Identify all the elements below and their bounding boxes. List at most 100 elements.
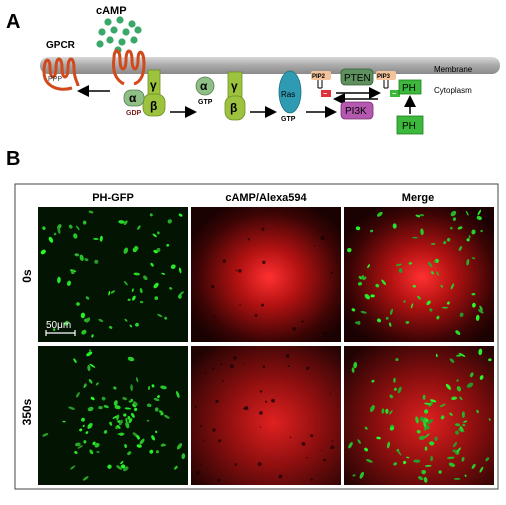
dark-speck <box>222 380 224 382</box>
cell <box>356 320 361 325</box>
cell <box>149 213 153 217</box>
dark-speck <box>211 285 215 289</box>
gpcr-receptor-active <box>112 49 146 86</box>
cell <box>66 280 72 286</box>
gdp-label: GDP <box>126 110 142 117</box>
dark-speck <box>306 366 310 370</box>
cell <box>427 419 434 424</box>
cell <box>76 225 80 231</box>
cell <box>95 382 99 386</box>
cell <box>469 372 474 378</box>
cell <box>151 384 155 388</box>
cell <box>89 363 96 368</box>
cell <box>406 456 410 459</box>
cell <box>124 318 128 322</box>
cell <box>434 436 438 441</box>
cell <box>359 471 364 479</box>
column-header-ph-gfp: PH-GFP <box>92 192 134 204</box>
cell <box>479 466 484 473</box>
cell <box>376 436 381 440</box>
cell <box>389 322 392 327</box>
cell <box>355 226 361 231</box>
cell <box>82 424 85 428</box>
cell <box>443 240 447 245</box>
cell <box>357 281 363 286</box>
cell <box>76 302 80 306</box>
camp-molecule <box>130 36 138 44</box>
cell <box>130 384 133 392</box>
dark-speck <box>271 398 275 403</box>
dark-speck <box>199 463 202 465</box>
cell <box>420 228 424 236</box>
dark-speck <box>259 411 263 415</box>
pten: PTEN <box>340 68 374 86</box>
cell <box>471 463 476 469</box>
cell <box>98 405 103 410</box>
cell <box>453 477 461 480</box>
pi3k-label: PI3K <box>345 106 367 117</box>
pip3-label: PIP3 <box>377 74 391 80</box>
cell <box>128 418 133 424</box>
cell <box>68 406 75 410</box>
cell <box>476 409 479 414</box>
cell <box>441 306 449 309</box>
cell <box>431 243 436 245</box>
cell <box>127 298 131 302</box>
pip2-lipid: PIP2 − <box>311 71 331 98</box>
dark-speck <box>323 458 326 462</box>
dark-speck <box>329 393 331 395</box>
camp-molecule <box>128 20 136 28</box>
dark-speck <box>215 399 219 403</box>
pip3-activate-symbol: − <box>392 91 396 98</box>
cell <box>431 271 434 275</box>
cell <box>421 470 427 474</box>
cell <box>455 430 459 435</box>
dark-speck <box>259 390 263 393</box>
dark-speck <box>254 314 258 317</box>
cell <box>131 288 134 293</box>
cell <box>447 456 455 460</box>
cell <box>413 459 421 463</box>
cell <box>371 379 375 383</box>
cell <box>461 411 465 419</box>
cell <box>397 386 402 394</box>
cell <box>154 407 159 412</box>
cell <box>87 406 94 412</box>
dark-speck <box>212 428 216 432</box>
cell <box>110 290 115 294</box>
cell <box>81 417 85 422</box>
cell <box>415 416 419 424</box>
cell <box>376 318 382 323</box>
cell <box>364 447 369 452</box>
cell <box>157 395 160 399</box>
cell <box>393 387 397 391</box>
cell <box>68 224 73 229</box>
cell <box>408 262 413 265</box>
cell <box>124 407 131 410</box>
cell <box>466 238 470 242</box>
cell <box>169 287 173 290</box>
dark-speck <box>306 456 308 459</box>
cell <box>429 308 433 312</box>
camp-label: cAMP <box>96 5 127 17</box>
cell <box>136 434 140 440</box>
dark-speck <box>214 315 217 318</box>
cell <box>98 318 104 322</box>
dark-speck <box>310 478 313 481</box>
cell <box>123 247 129 254</box>
panel-b-letter: B <box>6 148 20 170</box>
cell <box>381 279 387 286</box>
cell <box>40 249 46 255</box>
cell <box>109 325 113 329</box>
scale-bar-label: 50μm <box>46 320 71 331</box>
cell <box>438 470 442 474</box>
dark-speck <box>243 363 245 365</box>
cell <box>160 385 167 390</box>
cell <box>449 412 453 416</box>
cell <box>163 414 170 419</box>
cell <box>370 294 375 298</box>
cell <box>124 281 128 286</box>
cell <box>75 442 81 447</box>
cell <box>468 235 471 239</box>
cell <box>347 247 352 253</box>
